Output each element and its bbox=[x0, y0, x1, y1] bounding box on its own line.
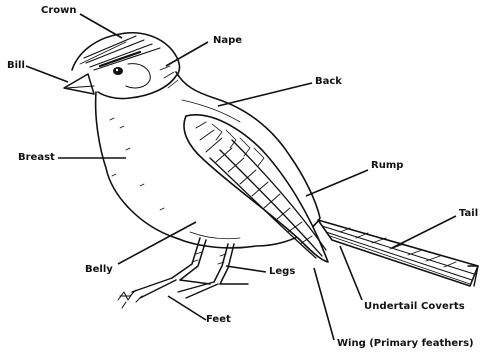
leader-line-tail bbox=[392, 216, 456, 248]
leader-line-rump bbox=[306, 170, 368, 196]
label-breast: Breast bbox=[18, 152, 55, 164]
label-rump: Rump bbox=[371, 160, 403, 172]
label-crown: Crown bbox=[41, 5, 77, 17]
label-feet: Feet bbox=[206, 314, 231, 326]
leader-line-undertail-coverts bbox=[340, 246, 362, 300]
leader-line-legs bbox=[226, 266, 266, 272]
label-legs: Legs bbox=[269, 266, 295, 278]
bird-feet bbox=[130, 278, 248, 302]
label-tail: Tail bbox=[459, 208, 478, 220]
label-belly: Belly bbox=[85, 264, 113, 276]
leader-line-belly bbox=[118, 222, 196, 264]
crown-stripes bbox=[80, 36, 160, 70]
label-bill: Bill bbox=[7, 60, 25, 72]
label-undertail-coverts: Undertail Coverts bbox=[364, 301, 465, 313]
artist-signature-mark bbox=[118, 292, 132, 308]
label-wing: Wing (Primary feathers) bbox=[337, 338, 474, 350]
label-back: Back bbox=[315, 76, 342, 88]
leader-line-wing bbox=[314, 268, 334, 340]
bird-eye bbox=[113, 67, 123, 75]
leader-line-bill bbox=[26, 66, 68, 82]
leader-line-feet bbox=[168, 296, 206, 320]
label-nape: Nape bbox=[213, 35, 242, 47]
bird-bill bbox=[64, 74, 94, 94]
leader-line-crown bbox=[80, 14, 122, 38]
leader-line-back bbox=[218, 83, 312, 106]
leader-line-nape bbox=[166, 42, 208, 66]
